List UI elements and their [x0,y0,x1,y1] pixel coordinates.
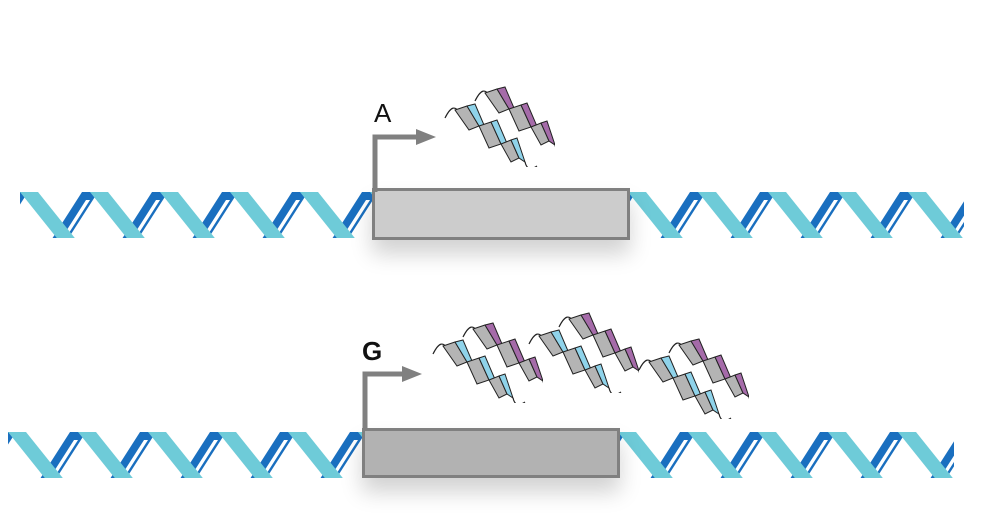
promoter-arrow-icon [372,129,436,192]
dna-strand-right [618,432,954,478]
promoter-label: G [362,336,383,366]
protein-dimer-icon [444,86,555,167]
protein-dimer-icon [528,312,639,393]
helix-blue [444,103,538,167]
dna-strand-left [20,192,375,238]
promoter-label: A [374,98,392,128]
dna-strand-left [8,432,366,478]
protein-dimer-icon [638,338,749,419]
protein-dimer-icon [432,322,543,403]
gene-box [362,428,620,478]
promoter-arrow-icon [362,366,422,430]
gene-box [372,188,630,240]
gene-row-top: A [20,86,964,240]
helix-purple [474,86,555,147]
dna-strand-right [628,192,964,238]
